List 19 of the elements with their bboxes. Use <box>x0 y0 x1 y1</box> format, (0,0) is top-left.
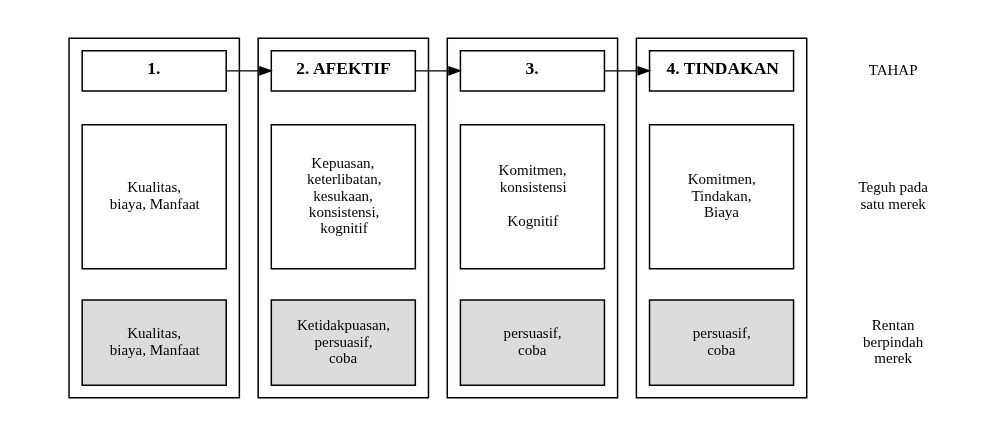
node-box: Kepuasan, keterlibatan, kesukaan, konsistensi, kognitif <box>270 123 417 270</box>
arrow <box>225 66 273 76</box>
node-box: Kualitas, biaya, Manfaat <box>81 123 227 270</box>
node-box: 4. TINDAKAN <box>648 50 795 92</box>
node-box: persuasif, coba <box>459 299 606 386</box>
node-box: Komitmen, konsistensi Kognitif <box>459 123 606 270</box>
label: Rentan berpindah merek <box>863 317 924 366</box>
cluster <box>68 37 241 399</box>
node-box: Kualitas, biaya, Manfaat <box>81 299 227 386</box>
label: Teguh pada satu merek <box>858 179 928 212</box>
node-box: Komitmen, Tindakan, Biaya <box>648 123 795 270</box>
node-box: persuasif, coba <box>648 299 795 386</box>
node-box: Ketidakpuasan, persuasif, coba <box>270 299 417 386</box>
label: TAHAP <box>868 61 918 78</box>
node-box: 2. AFEKTIF <box>270 50 417 92</box>
node-box: 1. <box>81 50 227 92</box>
arrow <box>414 66 463 76</box>
arrow <box>603 66 652 76</box>
node-box: 3. <box>459 50 606 92</box>
